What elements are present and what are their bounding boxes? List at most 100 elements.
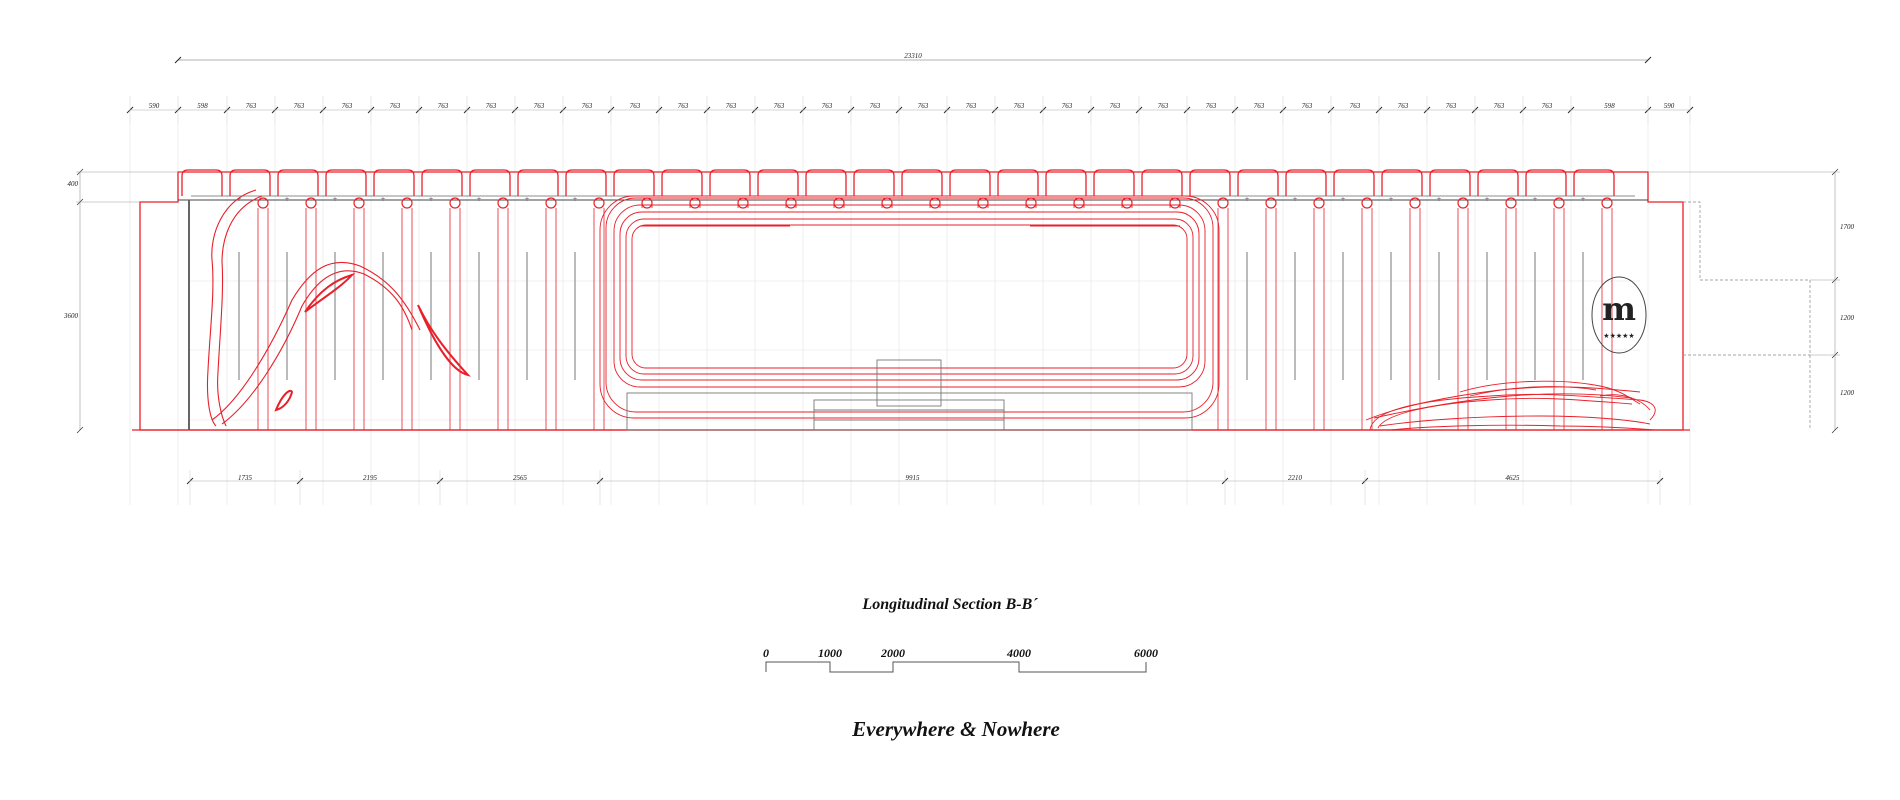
roof-module — [805, 169, 847, 196]
cross-mark: + — [1244, 196, 1249, 203]
roof-module — [517, 169, 559, 196]
top-dimension-label: 763 — [630, 102, 641, 110]
top-dimension-chain: 590 598 763 763 763 763 763 763 763 763 763 763 763 7… — [126, 96, 1694, 124]
roof-module — [1141, 169, 1183, 196]
cross-mark: + — [572, 196, 577, 203]
roof-module — [1573, 169, 1615, 196]
bottom-dimension-label: 4625 — [1506, 474, 1521, 482]
roof-module — [901, 169, 943, 196]
top-dimension-label: 763 — [486, 102, 497, 110]
top-dimension-label: 763 — [966, 102, 977, 110]
column-ring — [545, 197, 557, 209]
scale-tick-3: 4000 — [1006, 646, 1031, 660]
column-ring — [1505, 197, 1517, 209]
top-dimension-label: 763 — [1398, 102, 1409, 110]
top-dimension-label: 763 — [822, 102, 833, 110]
roof-module — [853, 169, 895, 196]
scale-tick-0: 0 — [763, 646, 769, 660]
bottom-dimension-label: 2210 — [1288, 474, 1303, 482]
roof-module — [1189, 169, 1231, 196]
top-dimension-label: 590 — [1664, 102, 1675, 110]
column-ring — [305, 197, 317, 209]
roof-module — [469, 169, 511, 196]
left-dim-1: 3600 — [63, 312, 79, 320]
roof-modules — [181, 169, 1615, 196]
bottom-dimension-label: 2565 — [513, 474, 528, 482]
building-outline — [132, 171, 1690, 431]
column-ring — [1457, 197, 1469, 209]
logo-stars: ★★★★★ — [1603, 332, 1634, 340]
right-dim-2: 1200 — [1840, 389, 1855, 397]
cross-mark: + — [1388, 196, 1393, 203]
top-dimension-label: 763 — [438, 102, 449, 110]
roof-module — [1237, 169, 1279, 196]
top-dimension-label: 763 — [1062, 102, 1073, 110]
column-ring — [1553, 197, 1565, 209]
top-dimension-label: 763 — [774, 102, 785, 110]
left-dimensions: 400 3600 — [63, 168, 178, 434]
bottom-dimension-label: 1735 — [238, 474, 253, 482]
top-dimension-label: 763 — [726, 102, 737, 110]
roof-module — [229, 169, 271, 196]
slide-sculpture — [206, 189, 471, 427]
bottom-dimension-label: 2195 — [363, 474, 378, 482]
cross-mark: + — [1292, 196, 1297, 203]
column-ring — [401, 197, 413, 209]
roof-module — [1285, 169, 1327, 196]
column-ring — [1361, 197, 1373, 209]
right-dim-0: 1700 — [1840, 223, 1855, 231]
cross-mark: + — [428, 196, 433, 203]
column-ring — [1601, 197, 1613, 209]
cross-mark: + — [1484, 196, 1489, 203]
column-ring — [1217, 197, 1229, 209]
roof-module — [709, 169, 751, 196]
overall-dimension: 23310 — [174, 52, 1652, 64]
top-dimension-label: 763 — [1110, 102, 1121, 110]
scale-tick-4: 6000 — [1134, 646, 1158, 660]
top-dimension-label: 763 — [678, 102, 689, 110]
scale-tick-2: 2000 — [880, 646, 905, 660]
bottom-dimension-label: 9915 — [906, 474, 921, 482]
roof-module — [1093, 169, 1135, 196]
roof-module — [661, 169, 703, 196]
project-title: Everywhere & Nowhere — [851, 717, 1060, 741]
logo-letter: m — [1602, 290, 1636, 328]
column-ring — [1409, 197, 1421, 209]
cross-mark: + — [1532, 196, 1537, 203]
top-dimension-label: 598 — [197, 102, 208, 110]
logo-badge: m ★★★★★ — [1591, 276, 1647, 354]
top-dimension-label: 763 — [534, 102, 545, 110]
cross-mark: + — [1580, 196, 1585, 203]
roof-module — [181, 169, 223, 196]
top-dimension-label: 763 — [1542, 102, 1553, 110]
roof-module — [421, 169, 463, 196]
roof-module — [997, 169, 1039, 196]
roof-module — [1525, 169, 1567, 196]
column-ring — [449, 197, 461, 209]
reclining-sculpture — [1365, 380, 1656, 431]
top-dimension-label: 763 — [1350, 102, 1361, 110]
roof-module — [1333, 169, 1375, 196]
cross-mark: + — [1340, 196, 1345, 203]
top-dimension-label: 763 — [1014, 102, 1025, 110]
roof-module — [613, 169, 655, 196]
roof-module — [277, 169, 319, 196]
right-dim-1: 1200 — [1840, 314, 1855, 322]
right-dimensions: 1700 1200 1200 — [1648, 168, 1855, 434]
top-dimension-label: 598 — [1604, 102, 1615, 110]
cross-mark: + — [332, 196, 337, 203]
top-dimension-label: 763 — [1158, 102, 1169, 110]
column-rows: ++++++++++++++++ — [236, 196, 1613, 430]
top-dimension-label: 763 — [870, 102, 881, 110]
top-dimension-label: 763 — [342, 102, 353, 110]
column-ring — [353, 197, 365, 209]
top-dimension-label: 763 — [390, 102, 401, 110]
roof-module — [325, 169, 367, 196]
column-ring — [1265, 197, 1277, 209]
cross-mark: + — [524, 196, 529, 203]
cross-mark: + — [380, 196, 385, 203]
cross-mark: + — [476, 196, 481, 203]
roof-module — [949, 169, 991, 196]
column-ring — [1313, 197, 1325, 209]
column-ring — [257, 197, 269, 209]
